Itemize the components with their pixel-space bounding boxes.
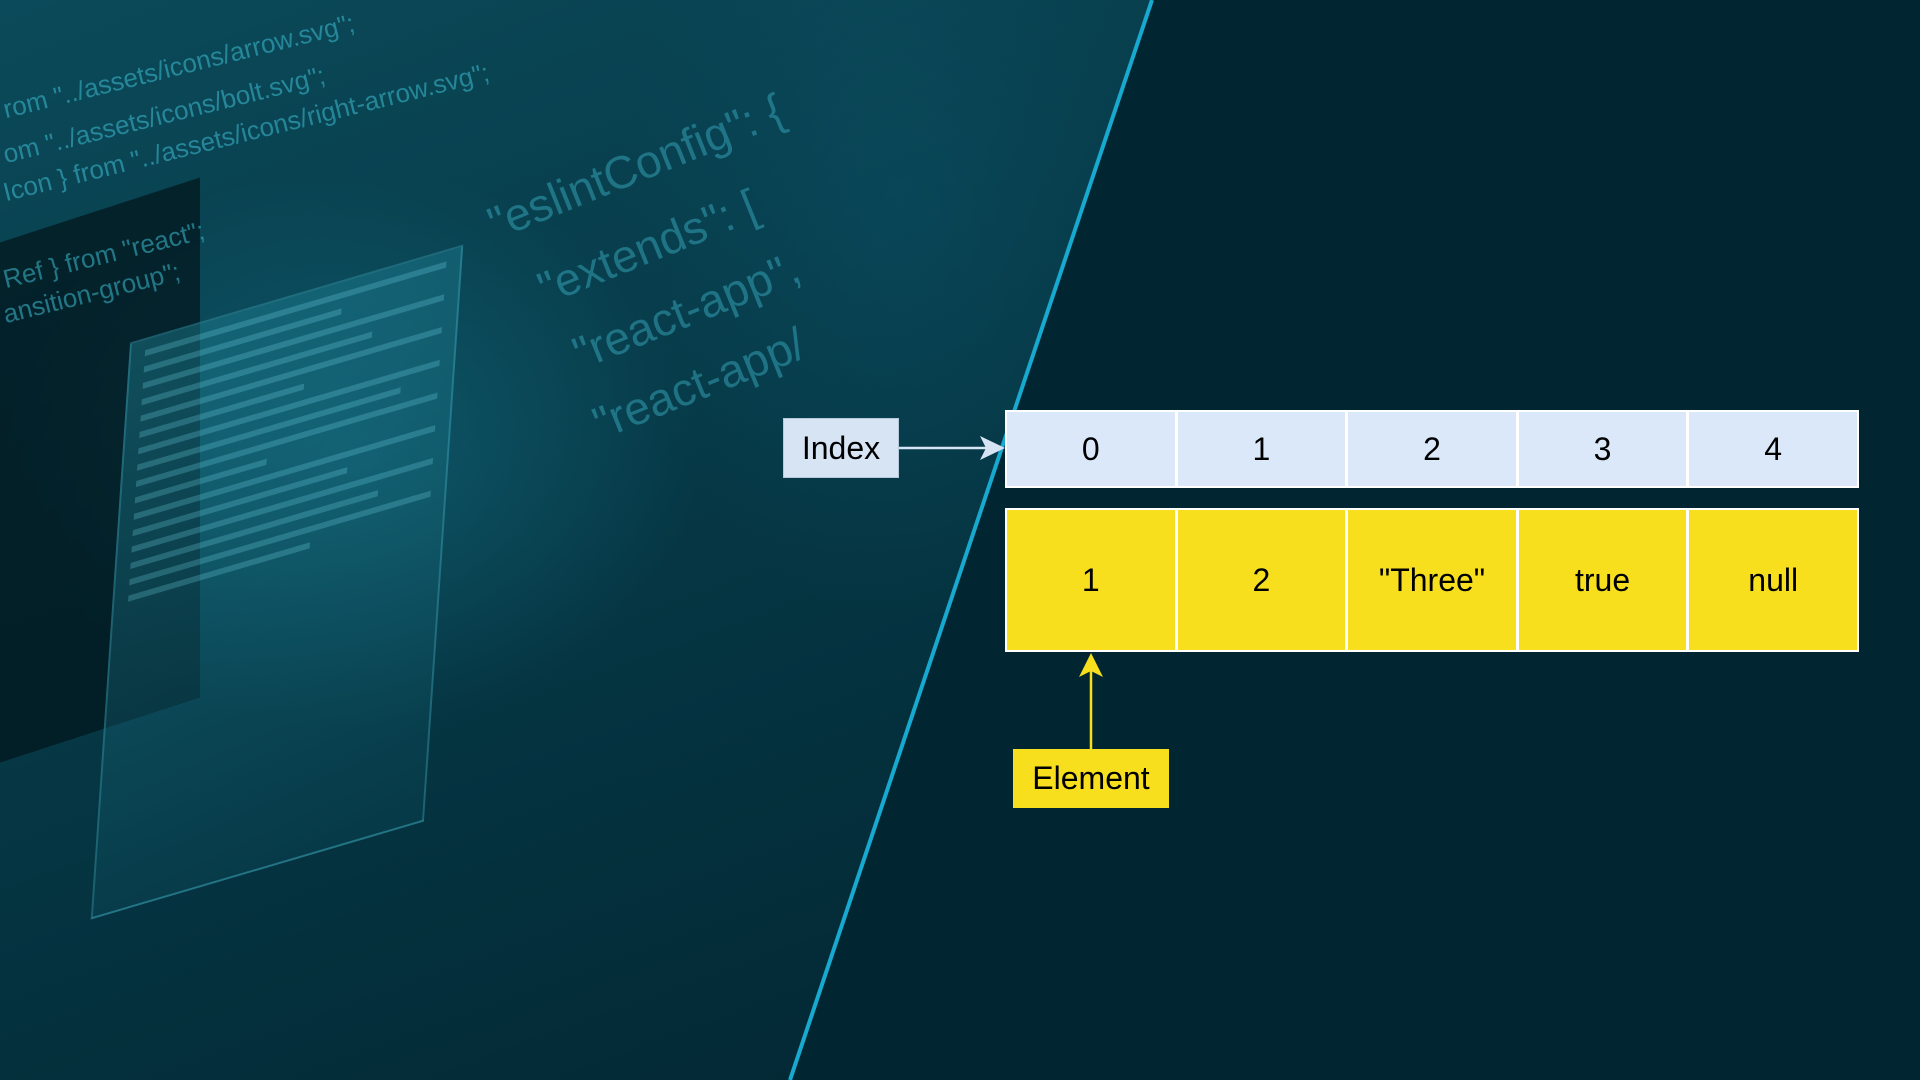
index-row: 0 1 2 3 4 [1005, 410, 1859, 488]
index-label: Index [783, 418, 899, 478]
index-cell: 1 [1178, 412, 1349, 486]
element-cell: 1 [1007, 510, 1178, 650]
element-cell: null [1748, 561, 1799, 598]
element-row: 1 2 "Three" true null [1005, 508, 1859, 652]
index-cell: 3 [1519, 412, 1690, 486]
element-arrow-head [1079, 653, 1103, 677]
index-cell: 0 [1007, 412, 1178, 486]
divider-line [788, 0, 1154, 1080]
element-cell: 2 [1178, 510, 1349, 650]
element-cell: "Three" [1348, 510, 1519, 650]
index-arrow-head [980, 436, 1005, 460]
element-cell: true [1519, 510, 1690, 650]
element-label: Element [1013, 749, 1169, 808]
index-cell: 2 [1348, 412, 1519, 486]
index-cell: 4 [1764, 430, 1783, 467]
